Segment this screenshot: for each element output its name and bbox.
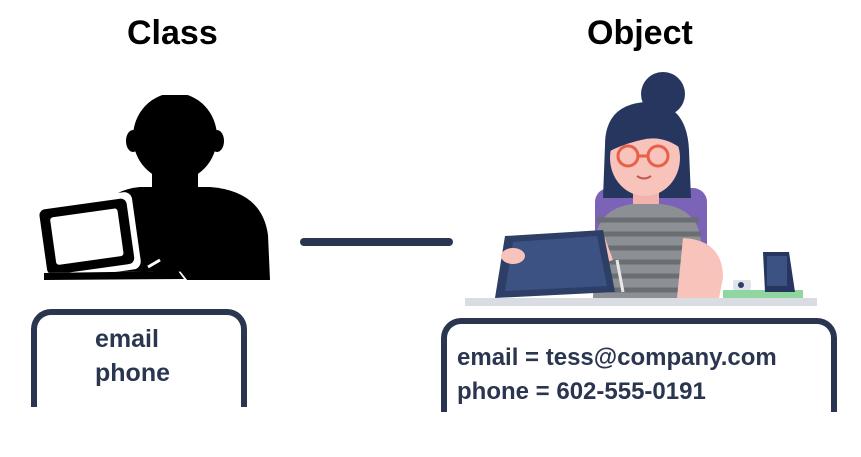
person-with-laptop-silhouette-icon — [30, 93, 275, 290]
woman-with-tablet-illustration-icon — [465, 70, 825, 315]
class-attribute-email: email — [95, 325, 159, 353]
object-title: Object — [587, 14, 693, 52]
object-attribute-box: email = tess@company.com phone = 602-555… — [441, 318, 837, 412]
object-attribute-email: email = tess@company.com — [457, 344, 777, 371]
class-attribute-phone: phone — [95, 359, 170, 387]
class-title: Class — [127, 14, 218, 52]
class-attribute-box: email phone — [31, 309, 247, 407]
connector-line — [300, 238, 453, 246]
object-attribute-phone: phone = 602-555-0191 — [457, 378, 706, 405]
